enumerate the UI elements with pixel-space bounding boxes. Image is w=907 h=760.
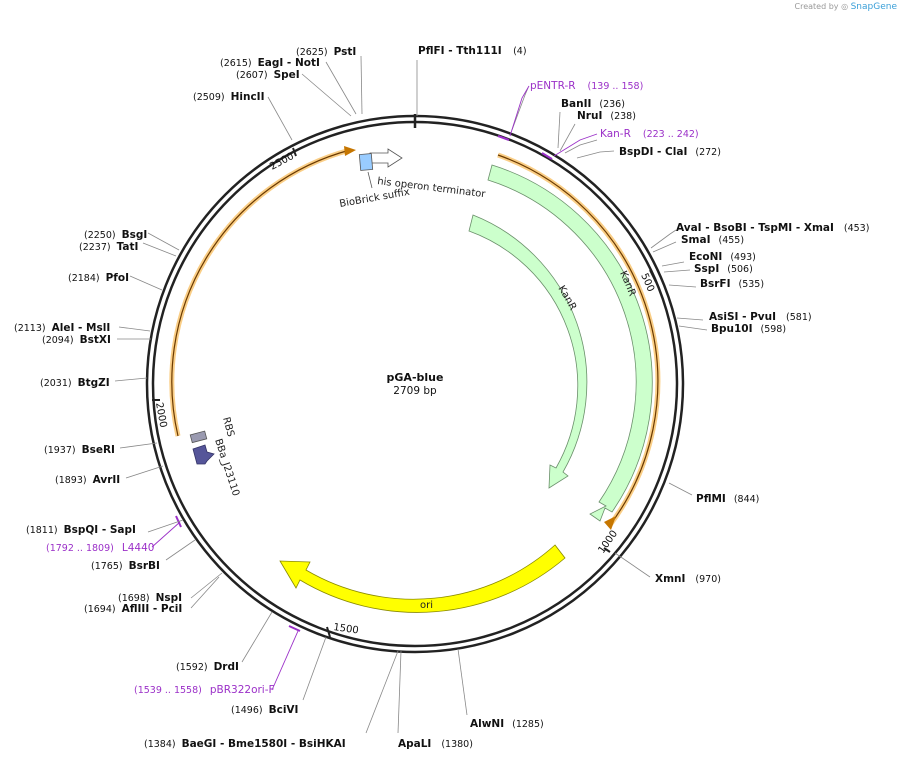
site-leaders — [114, 55, 708, 734]
ori-label: ori — [420, 600, 433, 611]
backbone-inner-ring — [151, 120, 679, 648]
site-label-xmni[interactable]: XmnI(970) — [655, 573, 721, 585]
tick-label-1500: 1500 — [333, 622, 360, 636]
credit-prefix: Created by — [794, 2, 839, 11]
site-label-bstxi[interactable]: (2094)BstXI — [42, 334, 111, 346]
site-label-bcivi[interactable]: (1496)BciVI — [231, 704, 298, 716]
backbone — [145, 114, 685, 654]
site-label-pflfi[interactable]: PflFI - Tth111I (4) — [418, 45, 527, 57]
site-label-eagi[interactable]: (2615)EagI - NotI — [220, 57, 320, 69]
site-label-pflmi[interactable]: PflMI(844) — [696, 493, 759, 505]
tick-marks — [152, 147, 657, 638]
rbs-box — [189, 430, 208, 444]
feature-ori[interactable]: ori — [279, 544, 566, 613]
site-label-pfoi[interactable]: (2184)PfoI — [68, 272, 129, 284]
primer-marks — [175, 135, 553, 632]
site-label-baegi[interactable]: (1384)BaeGI - Bme1580I - BsiHKAI — [144, 738, 346, 750]
site-label-nspi[interactable]: (1698)NspI — [118, 592, 182, 604]
promoter-arrow — [192, 444, 215, 465]
snapgene-credit: Created by ◎ SnapGene — [795, 2, 898, 12]
feature-rbs-promoter[interactable]: RBS BBa_J23110 — [189, 416, 241, 498]
feature-terminator[interactable]: his operon terminator BioBrick suffix — [339, 148, 487, 210]
site-label-avrii[interactable]: (1893)AvrII — [55, 474, 120, 486]
site-label-bsgi[interactable]: (2250)BsgI — [84, 229, 147, 241]
biobrick-suffix-box — [358, 153, 374, 171]
biobrick-suffix-label: BioBrick suffix — [339, 187, 411, 210]
primer-label-l4440[interactable]: (1792 .. 1809)L4440 — [46, 542, 154, 554]
backbone-outer-ring — [145, 114, 685, 654]
site-label-alei[interactable]: (2113)AleI - MslI — [14, 322, 110, 334]
promoter-label: BBa_J23110 — [212, 438, 241, 498]
primer-mark-pentr — [497, 135, 510, 141]
site-label-bseri[interactable]: (1937)BseRI — [44, 444, 115, 456]
kanr-inner-arrow — [468, 214, 588, 489]
plasmid-name: pGA-blue — [387, 371, 444, 384]
primer-label-pbr322ori-f[interactable]: (1539 .. 1558)pBR322ori-F — [134, 684, 275, 696]
site-label-apali[interactable]: ApaLI(1380) — [398, 738, 473, 750]
tick-label-2000: 2000 — [153, 402, 168, 429]
plasmid-length: 2709 bp — [393, 385, 437, 397]
site-name-pflfi: PflFI - Tth111I — [418, 45, 502, 57]
tick-1500 — [326, 626, 331, 638]
site-label-bspdi[interactable]: BspDI - ClaI(272) — [619, 146, 721, 158]
site-label-smai[interactable]: SmaI(455) — [681, 234, 744, 246]
site-label-tati[interactable]: (2237)TatI — [79, 241, 138, 253]
site-label-btgzi[interactable]: (2031)BtgZI — [40, 377, 110, 389]
tick-500 — [649, 269, 657, 283]
snapgene-logo-icon: ◎ — [841, 2, 849, 11]
primer-mark-pbr322 — [288, 625, 301, 632]
site-label-nrui[interactable]: NruI(238) — [577, 110, 636, 122]
site-label-psti[interactable]: (2625)PstI — [296, 46, 356, 58]
tick-1000 — [603, 547, 611, 553]
feature-kanr-outer[interactable]: KanR — [487, 164, 653, 522]
primer-leaders — [151, 85, 598, 691]
orf-right-arrow — [604, 516, 616, 530]
site-label-avai[interactable]: AvaI - BsoBI - TspMI - XmaI(453) — [676, 222, 869, 234]
site-label-econi[interactable]: EcoNI(493) — [689, 251, 756, 263]
orf-arcs — [169, 146, 661, 530]
site-label-hincii[interactable]: (2509)HincII — [193, 91, 265, 103]
primer-label-pentr-r[interactable]: pENTR-R(139 .. 158) — [530, 80, 643, 92]
site-label-asisi[interactable]: AsiSI - PvuI(581) — [709, 311, 812, 323]
orf-left-glow — [169, 147, 351, 437]
orf-left-arrow — [344, 146, 356, 156]
credit-brand: SnapGene — [850, 2, 897, 12]
tick-label-2500: 2500 — [268, 151, 296, 173]
site-label-drdi[interactable]: (1592)DrdI — [176, 661, 239, 673]
terminator-arrow — [369, 148, 403, 168]
site-label-bsrfi[interactable]: BsrFI(535) — [700, 278, 764, 290]
site-label-bspqi[interactable]: (1811)BspQI - SapI — [26, 524, 136, 536]
biobrick-leader — [367, 171, 373, 189]
site-label-sspi[interactable]: SspI(506) — [694, 263, 753, 275]
feature-kanr-inner[interactable]: KanR — [468, 214, 588, 489]
orf-left-line — [171, 149, 351, 437]
site-pos-pflfi: (4) — [513, 46, 526, 57]
site-label-spei[interactable]: (2607)SpeI — [236, 69, 300, 81]
rbs-label: RBS — [220, 416, 236, 438]
orf-right-line — [497, 154, 659, 526]
ori-arrow — [279, 544, 566, 613]
site-label-afliii[interactable]: (1694)AflIII - PciI — [84, 603, 182, 615]
site-label-alwni[interactable]: AlwNI(1285) — [470, 718, 544, 730]
site-label-bsrbi[interactable]: (1765)BsrBI — [91, 560, 160, 572]
primer-label-kan-r[interactable]: Kan-R(223 .. 242) — [600, 128, 699, 140]
tick-2500 — [292, 147, 297, 157]
site-label-bpu10i[interactable]: Bpu10I(598) — [711, 323, 786, 335]
site-label-banii[interactable]: BanII(236) — [561, 98, 625, 110]
primer-mark-kanr — [541, 152, 553, 160]
kanr-outer-arrow — [487, 164, 653, 522]
